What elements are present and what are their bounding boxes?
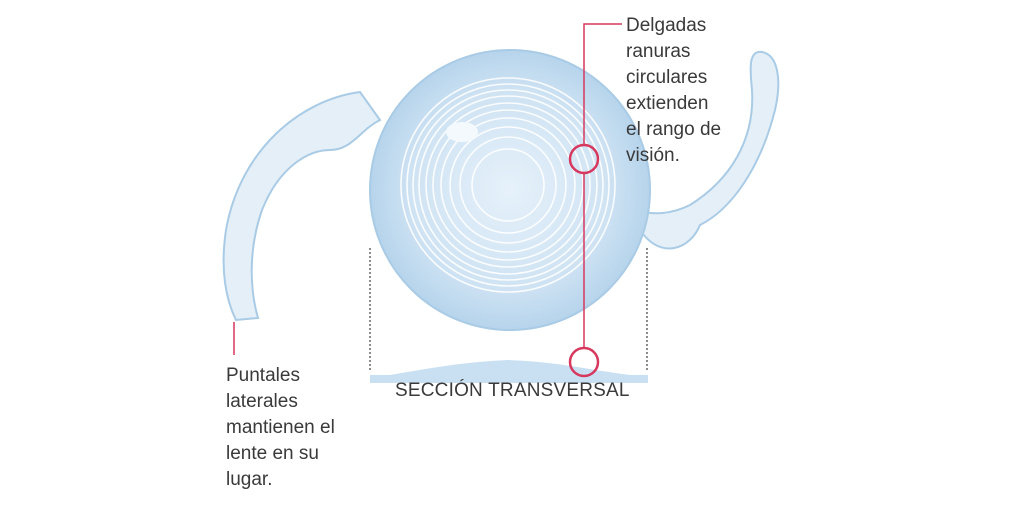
- callout-line: lugar.: [226, 469, 273, 490]
- callout-line: lente en su: [226, 443, 319, 464]
- callout-line: Puntales: [226, 365, 300, 386]
- callout-line: visión.: [626, 145, 680, 166]
- callout-line: ranuras: [626, 41, 691, 62]
- callout-line: Delgadas: [626, 15, 707, 36]
- section-title: SECCIÓN TRANSVERSAL: [395, 380, 630, 401]
- circular-grooves: [400, 77, 616, 293]
- cross-section: [370, 360, 648, 383]
- lens-optic: [369, 49, 651, 331]
- callout-line: circulares: [626, 67, 708, 88]
- callout-line: mantienen el: [226, 417, 335, 438]
- haptics-callout: Puntales laterales mantienen el lente en…: [226, 363, 335, 493]
- callout-line: extienden: [626, 93, 709, 114]
- callout-line: el rango de: [626, 119, 722, 140]
- lens-highlight: [446, 122, 478, 142]
- right-haptic: [639, 50, 780, 250]
- left-haptic: [222, 90, 382, 322]
- grooves-callout: Delgadas ranuras circulares extienden el…: [626, 13, 721, 169]
- callout-line: laterales: [226, 391, 298, 412]
